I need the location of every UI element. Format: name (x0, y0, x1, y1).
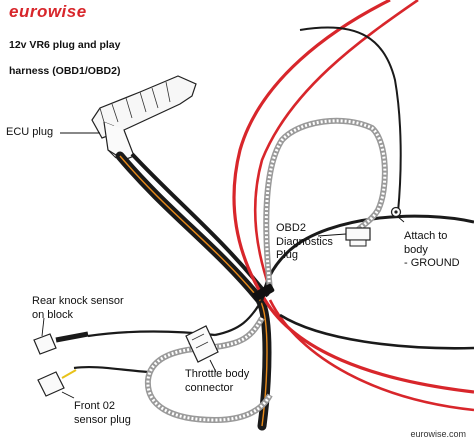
label-leaders (41, 132, 405, 399)
ecu-plug-connector (91, 75, 197, 161)
red-wire-group (232, 0, 474, 412)
harness-zip-tie (252, 283, 275, 302)
o2-sensor-plug (37, 369, 77, 397)
ground-label: Attach to body - GROUND (404, 230, 460, 269)
website-footer: eurowise.com (410, 429, 466, 439)
braided-obd2-loop (263, 117, 388, 291)
diagram-title: 12v VR6 plug and play harness (OBD1/OBD2… (9, 26, 120, 78)
throttle-body-connector (185, 325, 219, 363)
ecu-plug-label: ECU plug (6, 126, 54, 138)
knock-sensor-plug (33, 331, 89, 355)
eurowise-logo: eurowise (9, 2, 87, 21)
o2-sensor-label: Front 02 sensor plug (74, 400, 131, 426)
black-wire-group (73, 26, 474, 374)
ground-ring-terminal (390, 206, 402, 218)
title-line-2: harness (OBD1/OBD2) (9, 65, 121, 77)
throttle-body-label: Throttle body connector (185, 368, 250, 394)
knock-sensor-label: Rear knock sensor on block (32, 295, 124, 321)
title-line-1: 12v VR6 plug and play (9, 39, 121, 51)
obd2-plug (345, 227, 371, 247)
obd2-label: OBD2 Diagnostics Plug (276, 222, 333, 261)
